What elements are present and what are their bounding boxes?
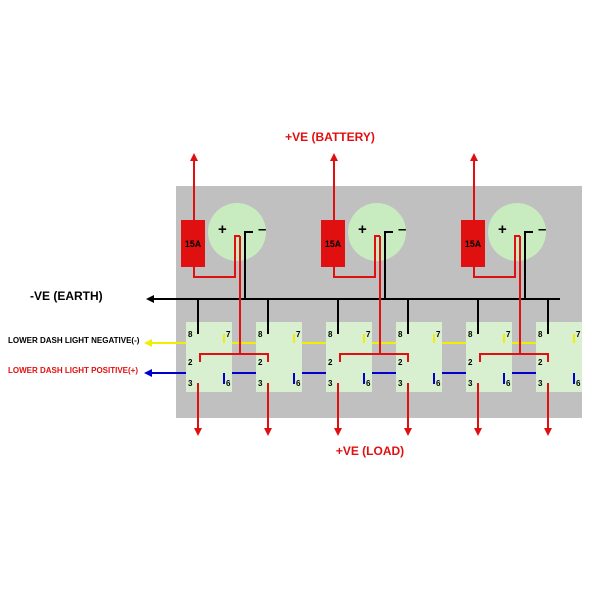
pin-3-label: 3 xyxy=(468,379,473,388)
plus-sign: + xyxy=(358,221,367,238)
pin-8-label: 8 xyxy=(258,330,263,339)
pin-7-label: 7 xyxy=(366,330,371,339)
feed-wire xyxy=(240,353,269,362)
fuse xyxy=(181,220,205,267)
socket-circle xyxy=(208,203,266,261)
rocker-switch: 8 7 2 3 6 xyxy=(536,299,582,436)
pin-8-label: 8 xyxy=(538,330,543,339)
pin-3-label: 3 xyxy=(328,379,333,388)
feed-wire xyxy=(380,353,409,362)
pin-8-label: 8 xyxy=(188,330,193,339)
minus-sign: – xyxy=(258,221,266,238)
pin-8-label: 8 xyxy=(468,330,473,339)
feed-wire xyxy=(199,236,241,362)
socket-earth-wire xyxy=(384,231,393,299)
pin-2-label: 2 xyxy=(258,358,263,367)
switch-group-2: 15A + – 8 7 2 3 6 8 7 2 3 6 xyxy=(321,153,442,436)
pin-7-label: 7 xyxy=(436,330,441,339)
fuse-label: 15A xyxy=(325,239,342,249)
battery-label: +VE (BATTERY) xyxy=(285,130,375,144)
rocker-switch: 8 7 2 3 6 xyxy=(326,299,372,436)
pin-7-label: 7 xyxy=(226,330,231,339)
pin-2-label: 2 xyxy=(538,358,543,367)
earth-label: -VE (EARTH) xyxy=(30,289,103,303)
rocker-switch: 8 7 2 3 6 xyxy=(466,299,512,436)
pin-3-label: 3 xyxy=(258,379,263,388)
pin-6-label: 6 xyxy=(296,379,301,388)
socket-earth-wire xyxy=(524,231,533,299)
fuse-label: 15A xyxy=(465,239,482,249)
load-label: +VE (LOAD) xyxy=(336,444,404,458)
socket-circle xyxy=(488,203,546,261)
pin-7-label: 7 xyxy=(506,330,511,339)
rocker-switch: 8 7 2 3 6 xyxy=(186,299,232,436)
pin-3-label: 3 xyxy=(188,379,193,388)
pin-6-label: 6 xyxy=(576,379,581,388)
switch-group-1: 15A + – 8 7 2 3 6 8 7 2 3 6 xyxy=(181,153,302,436)
fuse xyxy=(321,220,345,267)
fuse-to-socket-wire xyxy=(193,235,240,278)
minus-sign: – xyxy=(398,221,406,238)
pin-2-label: 2 xyxy=(398,358,403,367)
pin-2-label: 2 xyxy=(468,358,473,367)
pin-7-label: 7 xyxy=(296,330,301,339)
fuse xyxy=(461,220,485,267)
plus-sign: + xyxy=(218,221,227,238)
pin-6-label: 6 xyxy=(366,379,371,388)
plus-sign: + xyxy=(498,221,507,238)
pin-6-label: 6 xyxy=(436,379,441,388)
minus-sign: – xyxy=(538,221,546,238)
rocker-switch: 8 7 2 3 6 xyxy=(396,299,442,436)
feed-wire xyxy=(339,236,381,362)
switch-group-3: 15A + – 8 7 2 3 6 8 7 2 3 6 xyxy=(461,153,582,436)
pin-3-label: 3 xyxy=(398,379,403,388)
feed-wire xyxy=(479,236,521,362)
pin-8-label: 8 xyxy=(398,330,403,339)
pin-2-label: 2 xyxy=(188,358,193,367)
pin-3-label: 3 xyxy=(538,379,543,388)
pin-6-label: 6 xyxy=(226,379,231,388)
pin-8-label: 8 xyxy=(328,330,333,339)
socket-circle xyxy=(348,203,406,261)
pin-2-label: 2 xyxy=(328,358,333,367)
fuse-to-socket-wire xyxy=(333,235,380,278)
feed-wire xyxy=(520,353,549,362)
dash-positive-label: LOWER DASH LIGHT POSITIVE(+) xyxy=(8,366,138,375)
fuse-label: 15A xyxy=(185,239,202,249)
pin-6-label: 6 xyxy=(506,379,511,388)
socket-earth-wire xyxy=(244,231,253,299)
rocker-switch: 8 7 2 3 6 xyxy=(256,299,302,436)
fuse-to-socket-wire xyxy=(473,235,520,278)
dash-negative-label: LOWER DASH LIGHT NEGATIVE(-) xyxy=(8,336,140,345)
pin-7-label: 7 xyxy=(576,330,581,339)
